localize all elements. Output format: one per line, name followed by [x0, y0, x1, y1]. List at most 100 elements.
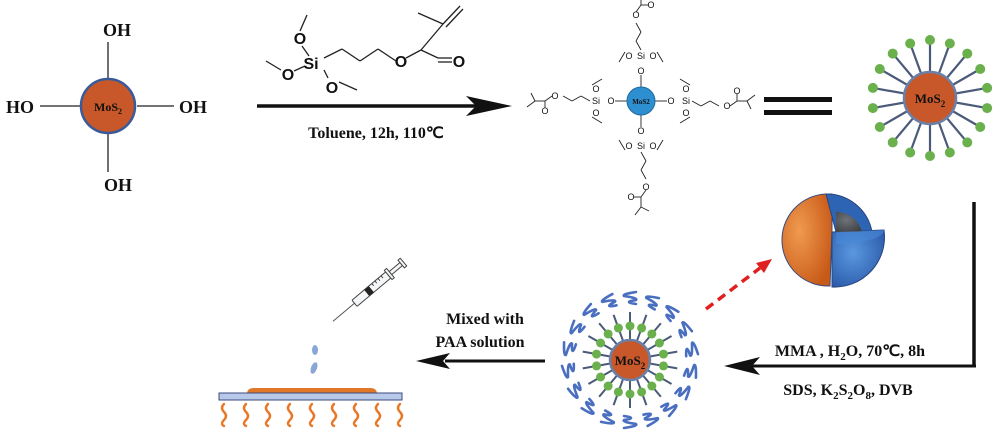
atom-o: O: [625, 141, 632, 151]
bond: [729, 100, 738, 107]
bond: [618, 139, 626, 151]
ligand-tip: [905, 147, 916, 158]
atom-o: O: [637, 126, 644, 136]
ligand-tip: [874, 64, 885, 74]
step3-label-line2: PAA solution: [435, 334, 524, 351]
hydroxyl-right: OH: [179, 97, 207, 117]
bond: [656, 51, 664, 63]
atom-o: O: [642, 182, 649, 192]
bond: [635, 22, 642, 33]
atom-o: O: [294, 31, 306, 48]
atom-o: O: [649, 51, 656, 61]
ligand-tip: [596, 338, 606, 348]
ligand-tip: [596, 372, 606, 382]
polymer-chain: [562, 340, 578, 357]
ligand-tip: [867, 103, 878, 114]
ligand-tip: [603, 381, 613, 391]
polymer-chain: [622, 290, 638, 306]
bond: [679, 78, 691, 86]
heat-wave: [308, 402, 316, 428]
ligand-tip: [975, 64, 986, 74]
bond: [656, 139, 664, 151]
polymer-chain: [566, 381, 582, 399]
silane-reagent-atoms: O Si O O O O: [282, 31, 465, 97]
ligand-tip: [654, 338, 664, 348]
bond: [709, 100, 720, 107]
heat-wave: [286, 402, 294, 428]
heat-wave: [374, 402, 382, 428]
ligand-tip: [975, 122, 986, 132]
reaction-arrow-2: [724, 202, 976, 375]
bond: [530, 92, 536, 102]
subscript: 2: [941, 99, 946, 109]
heat-wave: [330, 402, 338, 428]
ligand-tip: [925, 35, 935, 45]
ligand-tip: [944, 147, 955, 158]
heat-wave: [220, 402, 228, 428]
heat-wave: [264, 402, 272, 428]
atom-o: O: [647, 0, 654, 10]
polymer-chain: [580, 397, 595, 415]
atom-o: O: [723, 101, 730, 111]
bond: [526, 100, 536, 108]
equals-sign: [764, 97, 832, 115]
atom-o: O: [551, 91, 558, 101]
ligand-tip: [625, 321, 635, 331]
atom-o: O: [607, 96, 614, 106]
polymer-chain: [599, 409, 616, 425]
bond: [746, 94, 756, 102]
bond: [562, 95, 573, 102]
polymer-chain: [684, 341, 700, 358]
ligand-tip: [905, 38, 916, 49]
ligand-tip: [654, 372, 664, 382]
bond: [571, 95, 582, 102]
hydroxylated-mos2: MoS2 OH HO OH OH: [6, 20, 207, 195]
mos2-core-label: MoS2: [632, 98, 650, 106]
ligand-tip: [887, 48, 898, 59]
step2-conditions-top: MMA , H2O, 70℃, 8h: [775, 343, 925, 363]
reaction-arrow-3: [416, 353, 545, 369]
ligand-tip: [613, 323, 623, 333]
atom-si: Si: [592, 96, 600, 106]
polymer-chain: [674, 385, 691, 401]
atom-o: O: [282, 67, 294, 84]
bond: [700, 100, 711, 107]
bond: [640, 160, 647, 171]
hydroxyl-top: OH: [103, 20, 131, 40]
droplet: [310, 362, 318, 374]
atom-o: O: [733, 86, 740, 96]
bond: [635, 31, 642, 42]
mos2-core-label: MoS2: [615, 353, 646, 371]
polymer-chain: [560, 362, 576, 379]
blue-shell-half: [831, 229, 885, 288]
ligand-tip: [867, 82, 878, 93]
mos2-core: [608, 338, 652, 382]
polymer-chain: [642, 412, 660, 428]
atom-si: Si: [637, 51, 645, 61]
mos2-core: [79, 77, 137, 135]
ligand-tip: [874, 122, 885, 132]
atom-o: O: [627, 192, 634, 202]
subscript: 2: [641, 361, 646, 371]
mos2-core-label: MoS2: [94, 100, 122, 116]
syringe-icon: [332, 257, 408, 322]
atom-o: O: [625, 51, 632, 61]
reaction-arrow-1: [257, 96, 512, 116]
bond: [691, 100, 702, 107]
bond: [679, 116, 691, 124]
mos2-core: [902, 70, 958, 126]
ligand-tip: [637, 323, 647, 333]
atom-si: Si: [682, 96, 690, 106]
atom-o: O: [649, 141, 656, 151]
polymer-chain: [665, 305, 680, 323]
bond: [640, 151, 647, 162]
hydroxyl-left: HO: [6, 97, 34, 117]
atom-o: O: [682, 108, 689, 118]
atom-si: Si: [637, 141, 645, 151]
atom-o: O: [453, 54, 465, 71]
bond: [635, 40, 642, 51]
atom-o: O: [326, 80, 338, 97]
step2-conditions-bottom: SDS, K2S2O8, DVB: [783, 382, 913, 402]
